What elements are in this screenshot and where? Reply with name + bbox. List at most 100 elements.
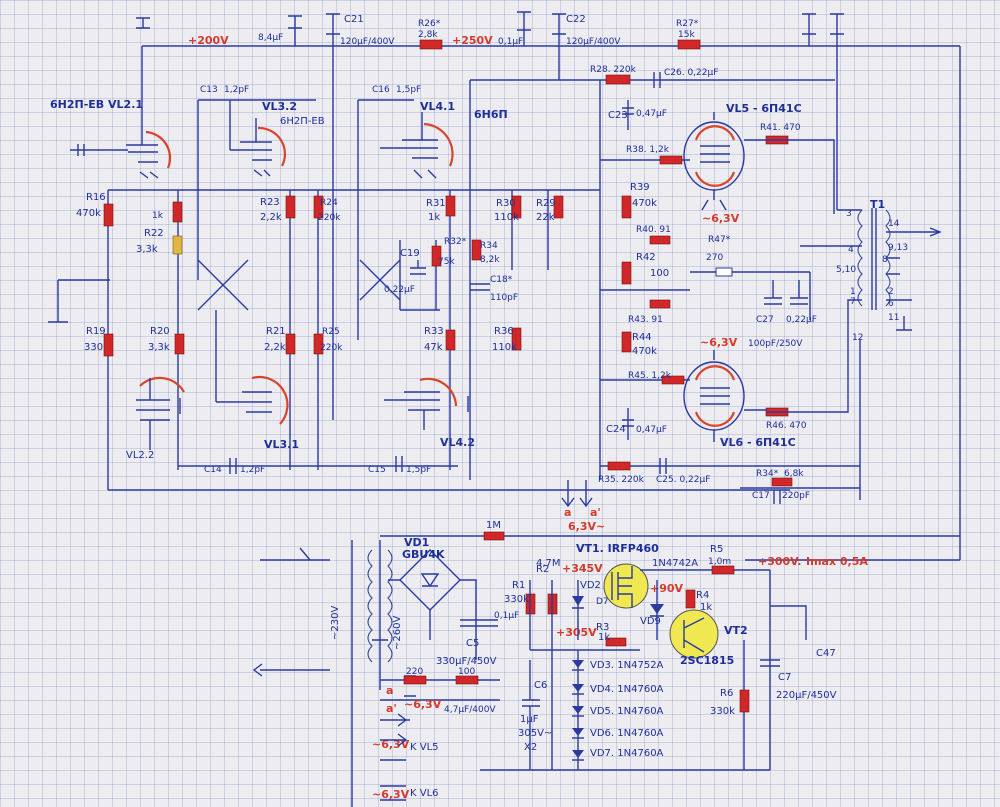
r1-value: 330k bbox=[504, 594, 529, 605]
t1-pin-5: 2 bbox=[888, 287, 894, 297]
bridge-rectifier bbox=[388, 549, 477, 660]
r32-value: 75k bbox=[438, 257, 455, 267]
t1-pin-1: 14 bbox=[888, 219, 900, 229]
k-vl6-label: K VL6 bbox=[410, 788, 439, 799]
r23-label: R23 bbox=[260, 197, 280, 208]
c17-label: C17 bbox=[752, 491, 770, 501]
r1-label: R1 bbox=[512, 580, 525, 591]
c47-label: C47 bbox=[816, 648, 836, 659]
r29-resistor bbox=[553, 195, 564, 219]
c23-value: 0,47µF bbox=[636, 109, 667, 119]
c16-value: 1,5pF bbox=[396, 85, 421, 95]
r32-resistor bbox=[431, 245, 442, 267]
c14-value: 1,2pF bbox=[240, 465, 265, 475]
r26-label: R26* bbox=[418, 19, 441, 29]
c6-label: C6 bbox=[534, 680, 547, 691]
r16-label: R16 bbox=[86, 192, 106, 203]
t1-pin-2: 4 bbox=[848, 245, 854, 255]
heater-a-bottom: a bbox=[386, 684, 393, 697]
c24-label: C24 bbox=[606, 424, 626, 435]
r38-label: R38. 1,2k bbox=[626, 145, 670, 155]
r19-value: 330 bbox=[84, 342, 103, 353]
d1-label: 1N4742A bbox=[652, 558, 698, 569]
r30-label: R30 bbox=[496, 198, 516, 209]
vl22-label: VL2.2 bbox=[126, 450, 154, 461]
r45-label: R45. 1,2k bbox=[628, 371, 672, 381]
r23-value: 2,2k bbox=[260, 212, 282, 223]
r30-resistor bbox=[511, 195, 522, 219]
r6-resistor bbox=[739, 689, 750, 713]
r47-resistor bbox=[715, 267, 733, 277]
vl32-type: 6Н2П-ЕВ bbox=[280, 116, 325, 127]
c15-value: 1,5pF bbox=[406, 465, 431, 475]
r33-label: R33 bbox=[424, 326, 444, 337]
c24-value: 0,47µF bbox=[636, 425, 667, 435]
r5-value: 1,0m bbox=[708, 557, 731, 567]
r47-value: 270 bbox=[706, 253, 723, 263]
r22-trim bbox=[172, 235, 183, 255]
c18-value: 110pF bbox=[490, 293, 518, 303]
vl6-label: VL6 - 6П41С bbox=[720, 436, 796, 449]
c13-label: C13 bbox=[200, 85, 218, 95]
r43-label: R43. 91 bbox=[628, 315, 663, 325]
t1-label: T1 bbox=[870, 198, 885, 211]
rail-250v-label: +250V bbox=[452, 34, 493, 47]
r100-label: 100 bbox=[458, 667, 475, 677]
r36-resistor bbox=[511, 327, 522, 351]
output-transformer bbox=[766, 139, 942, 413]
r39-label: R39 bbox=[630, 182, 650, 193]
c22-value: 120µF/400V bbox=[566, 37, 621, 47]
vd6-label: VD6. 1N4760A bbox=[590, 728, 664, 739]
r28-label: R28. 220k bbox=[590, 65, 637, 75]
c5-label: C5 bbox=[466, 638, 479, 649]
r6-value: 330k bbox=[710, 706, 735, 717]
rail-305v-label: +305V bbox=[556, 626, 597, 639]
c25-label: C25. 0,22µF bbox=[656, 475, 710, 485]
r22t-label: 1k bbox=[152, 211, 164, 221]
r20-label: R20 bbox=[150, 326, 170, 337]
rail-200v-label: +200V bbox=[188, 34, 229, 47]
r40-resistor bbox=[649, 235, 671, 245]
vl5-label: VL5 - 6П41С bbox=[726, 102, 802, 115]
zener-stack bbox=[572, 650, 584, 770]
r4-resistor bbox=[685, 589, 696, 609]
c14-label: C14 bbox=[204, 465, 222, 475]
vl41-label: VL4.1 bbox=[420, 100, 455, 113]
vl32-label: VL3.2 bbox=[262, 100, 297, 113]
heater-a2-label: a' bbox=[590, 506, 601, 519]
vl31-label: VL3.1 bbox=[264, 438, 299, 451]
c27-label: C27 bbox=[756, 315, 774, 325]
r3-label: R3 bbox=[596, 622, 609, 633]
vd4-label: VD4. 1N4760A bbox=[590, 684, 664, 695]
c4-label: 0,1µF bbox=[494, 611, 519, 621]
r3-resistor bbox=[605, 637, 627, 647]
r16-value: 470k bbox=[76, 208, 101, 219]
c6-value3: X2 bbox=[524, 742, 537, 753]
t1-pin-8: 7 bbox=[850, 297, 856, 307]
r27-label: R27* bbox=[676, 19, 699, 29]
r39-resistor bbox=[621, 195, 632, 219]
vd2-label: VD2 bbox=[580, 580, 601, 591]
r19-label: R19 bbox=[86, 326, 106, 337]
t1-pin-4: 9,13 bbox=[888, 243, 908, 253]
r21-resistor bbox=[285, 333, 296, 355]
vl5-heat: ~6,3V bbox=[702, 212, 740, 225]
r220-label: 220 bbox=[406, 667, 423, 677]
r31-value: 1k bbox=[428, 212, 440, 223]
cap-top1-label: 8,4µF bbox=[258, 33, 283, 43]
r45-resistor bbox=[661, 375, 685, 385]
r32-label: R32* bbox=[444, 237, 467, 247]
power-transformer bbox=[252, 540, 393, 807]
c22-label: C22 bbox=[566, 14, 586, 25]
heater-v2-bottom: ~6,3V bbox=[372, 738, 410, 751]
c13-value: 1,2pF bbox=[224, 85, 249, 95]
r26-resistor bbox=[419, 39, 443, 50]
r22t-resistor bbox=[172, 201, 183, 223]
vt1-label: VT1. IRFP460 bbox=[576, 542, 659, 555]
r21-value: 2,2k bbox=[264, 342, 286, 353]
r42-label: R42 bbox=[636, 252, 656, 263]
vd5-label: VD5. 1N4760A bbox=[590, 706, 664, 717]
tube-vl42 bbox=[384, 377, 469, 430]
r33-value: 47k bbox=[424, 342, 443, 353]
